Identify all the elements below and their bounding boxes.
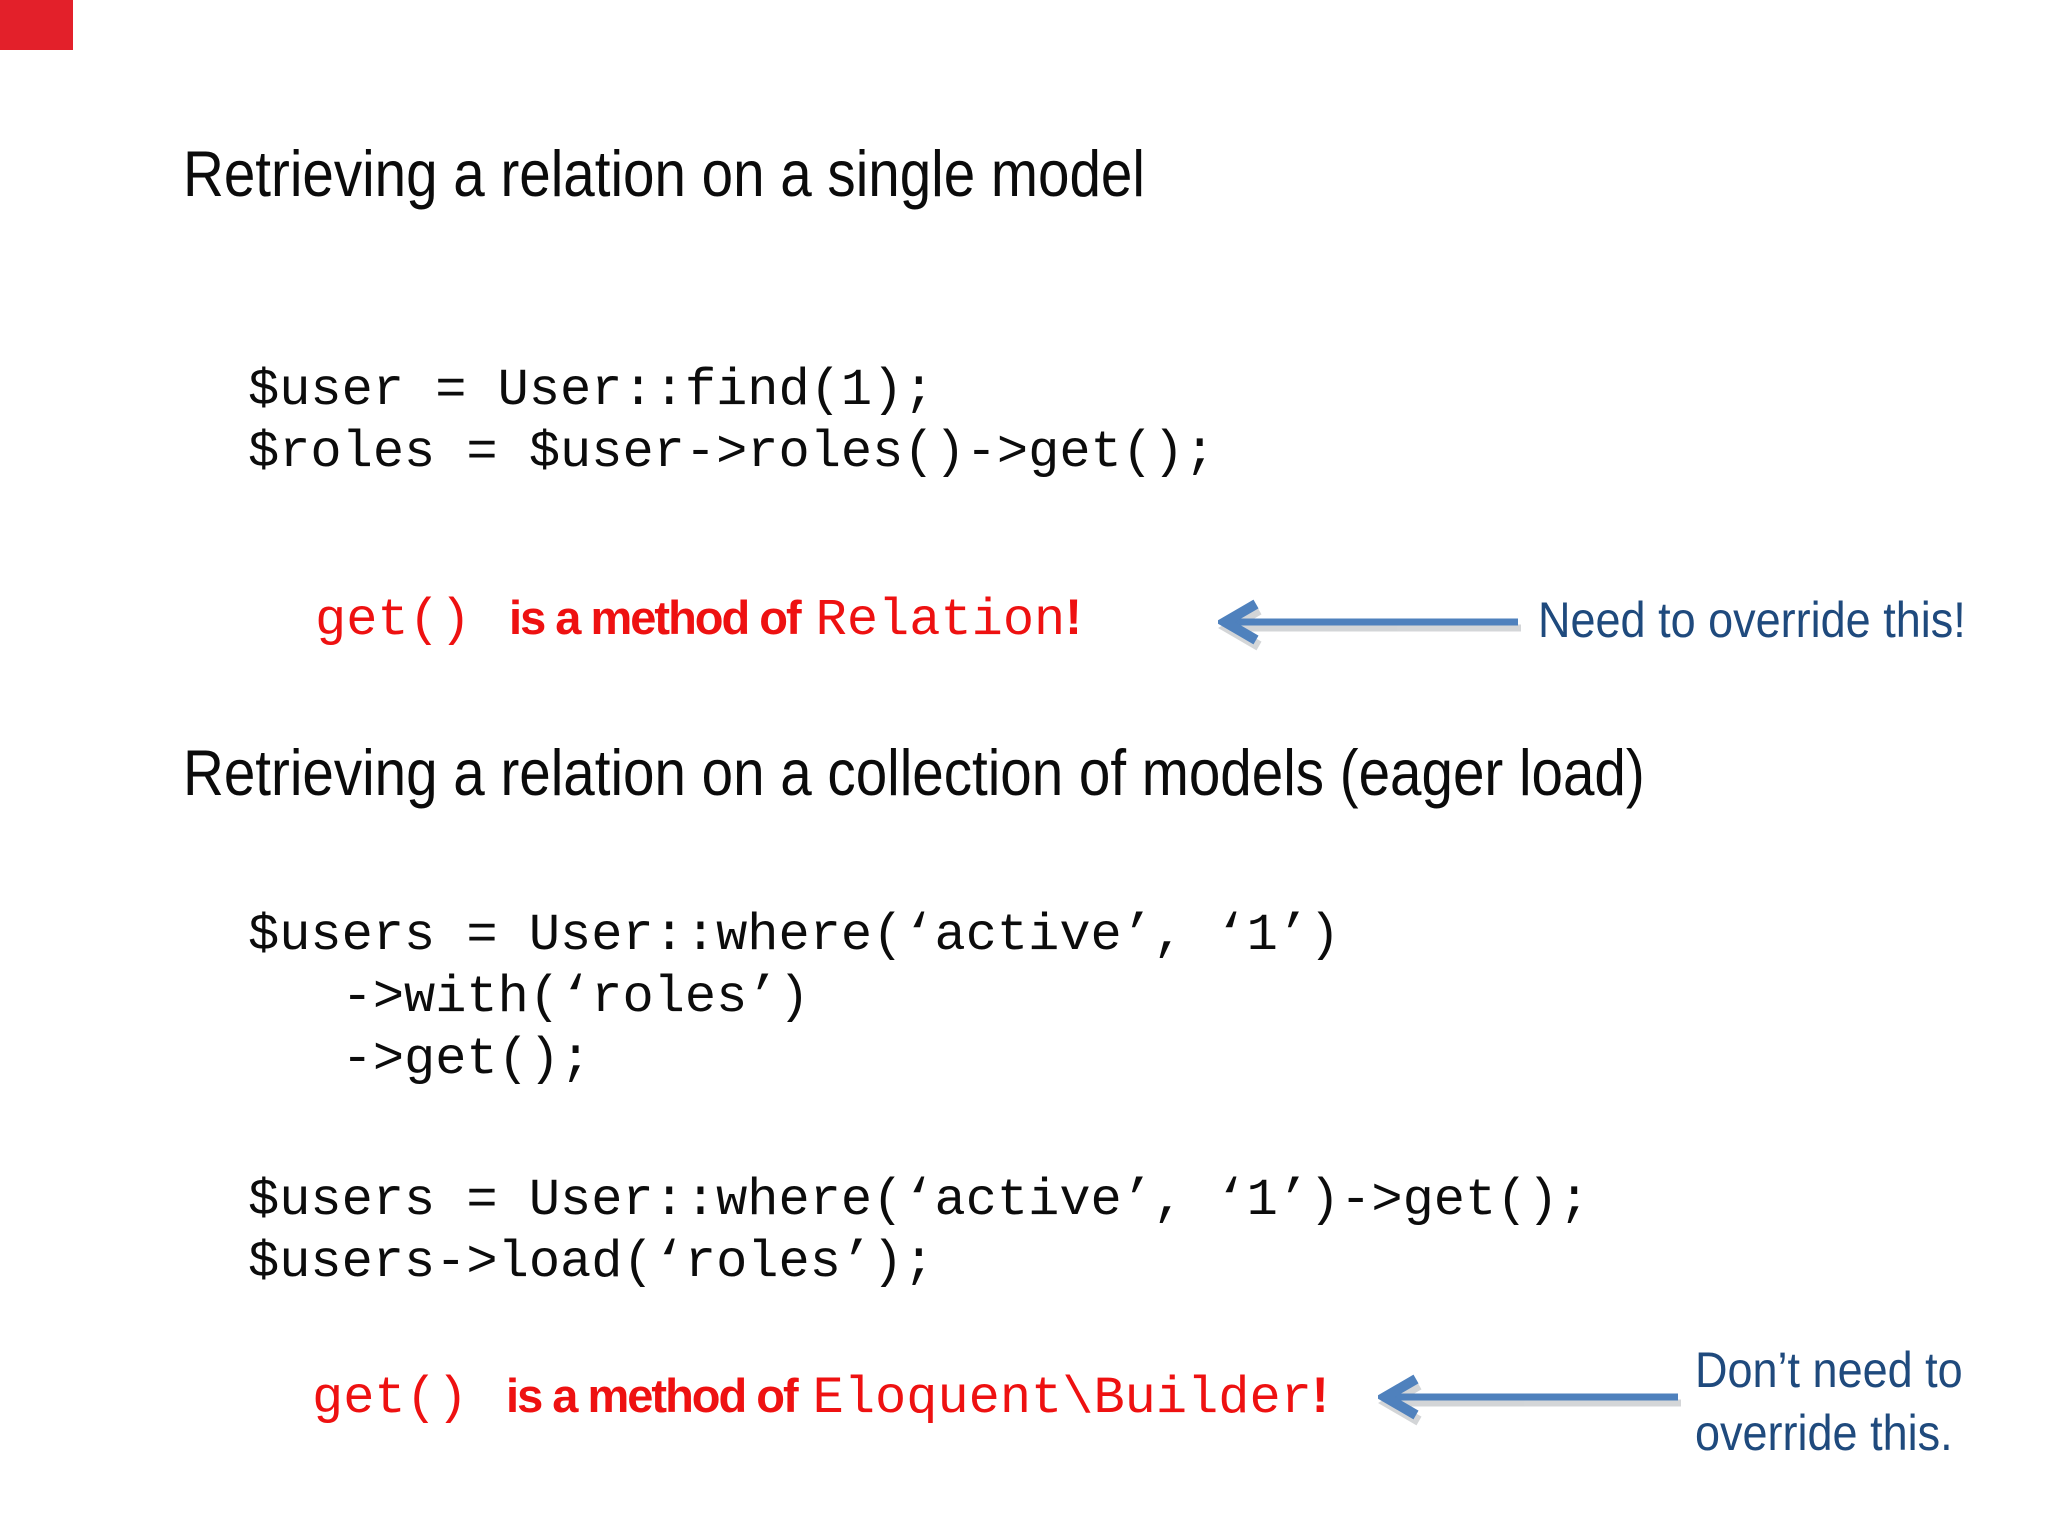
note-class-code: Relation	[815, 591, 1066, 650]
code-line: $roles = $user->roles()->get();	[248, 423, 1216, 482]
note-relation: get() is a method of Relation !	[315, 588, 1082, 650]
callout-line: override this.	[1695, 1405, 1953, 1461]
code-line: $user = User::find(1);	[248, 361, 935, 420]
code-line: $users = User::where(‘active’, ‘1’)->get…	[248, 1171, 1590, 1230]
code-block-eager-with: $users = User::where(‘active’, ‘1’) ->wi…	[248, 905, 1340, 1091]
note-eloquent-builder: get() is a method of Eloquent\Builder !	[312, 1366, 1329, 1428]
section1-title: Retrieving a relation on a single model	[183, 137, 1145, 210]
section2-title: Retrieving a relation on a collection of…	[183, 736, 1645, 809]
code-line: $users->load(‘roles’);	[248, 1233, 935, 1292]
callout-line: Don’t need to	[1695, 1342, 1963, 1398]
code-block-single-model: $user = User::find(1); $roles = $user->r…	[248, 360, 1215, 484]
note-mid-text: is a method of	[509, 591, 802, 644]
left-arrow-icon	[1218, 599, 1521, 651]
note-class-code: Eloquent\Builder	[812, 1369, 1312, 1428]
code-block-lazy-load: $users = User::where(‘active’, ‘1’)->get…	[248, 1170, 1590, 1294]
callout-need-override: Need to override this!	[1538, 592, 1966, 648]
code-line: ->with(‘roles’)	[248, 968, 810, 1027]
corner-accent-rect	[0, 0, 73, 50]
left-arrow-icon	[1378, 1374, 1681, 1426]
note-mid-text: is a method of	[506, 1369, 799, 1422]
note-fn-code: get()	[315, 591, 472, 650]
note-exclamation: !	[1065, 589, 1082, 645]
code-line: ->get();	[248, 1030, 592, 1089]
callout-dont-need-override: Don’t need to override this.	[1695, 1339, 1992, 1465]
code-line: $users = User::where(‘active’, ‘1’)	[248, 906, 1341, 965]
note-exclamation: !	[1311, 1367, 1329, 1423]
note-fn-code: get()	[312, 1369, 469, 1428]
